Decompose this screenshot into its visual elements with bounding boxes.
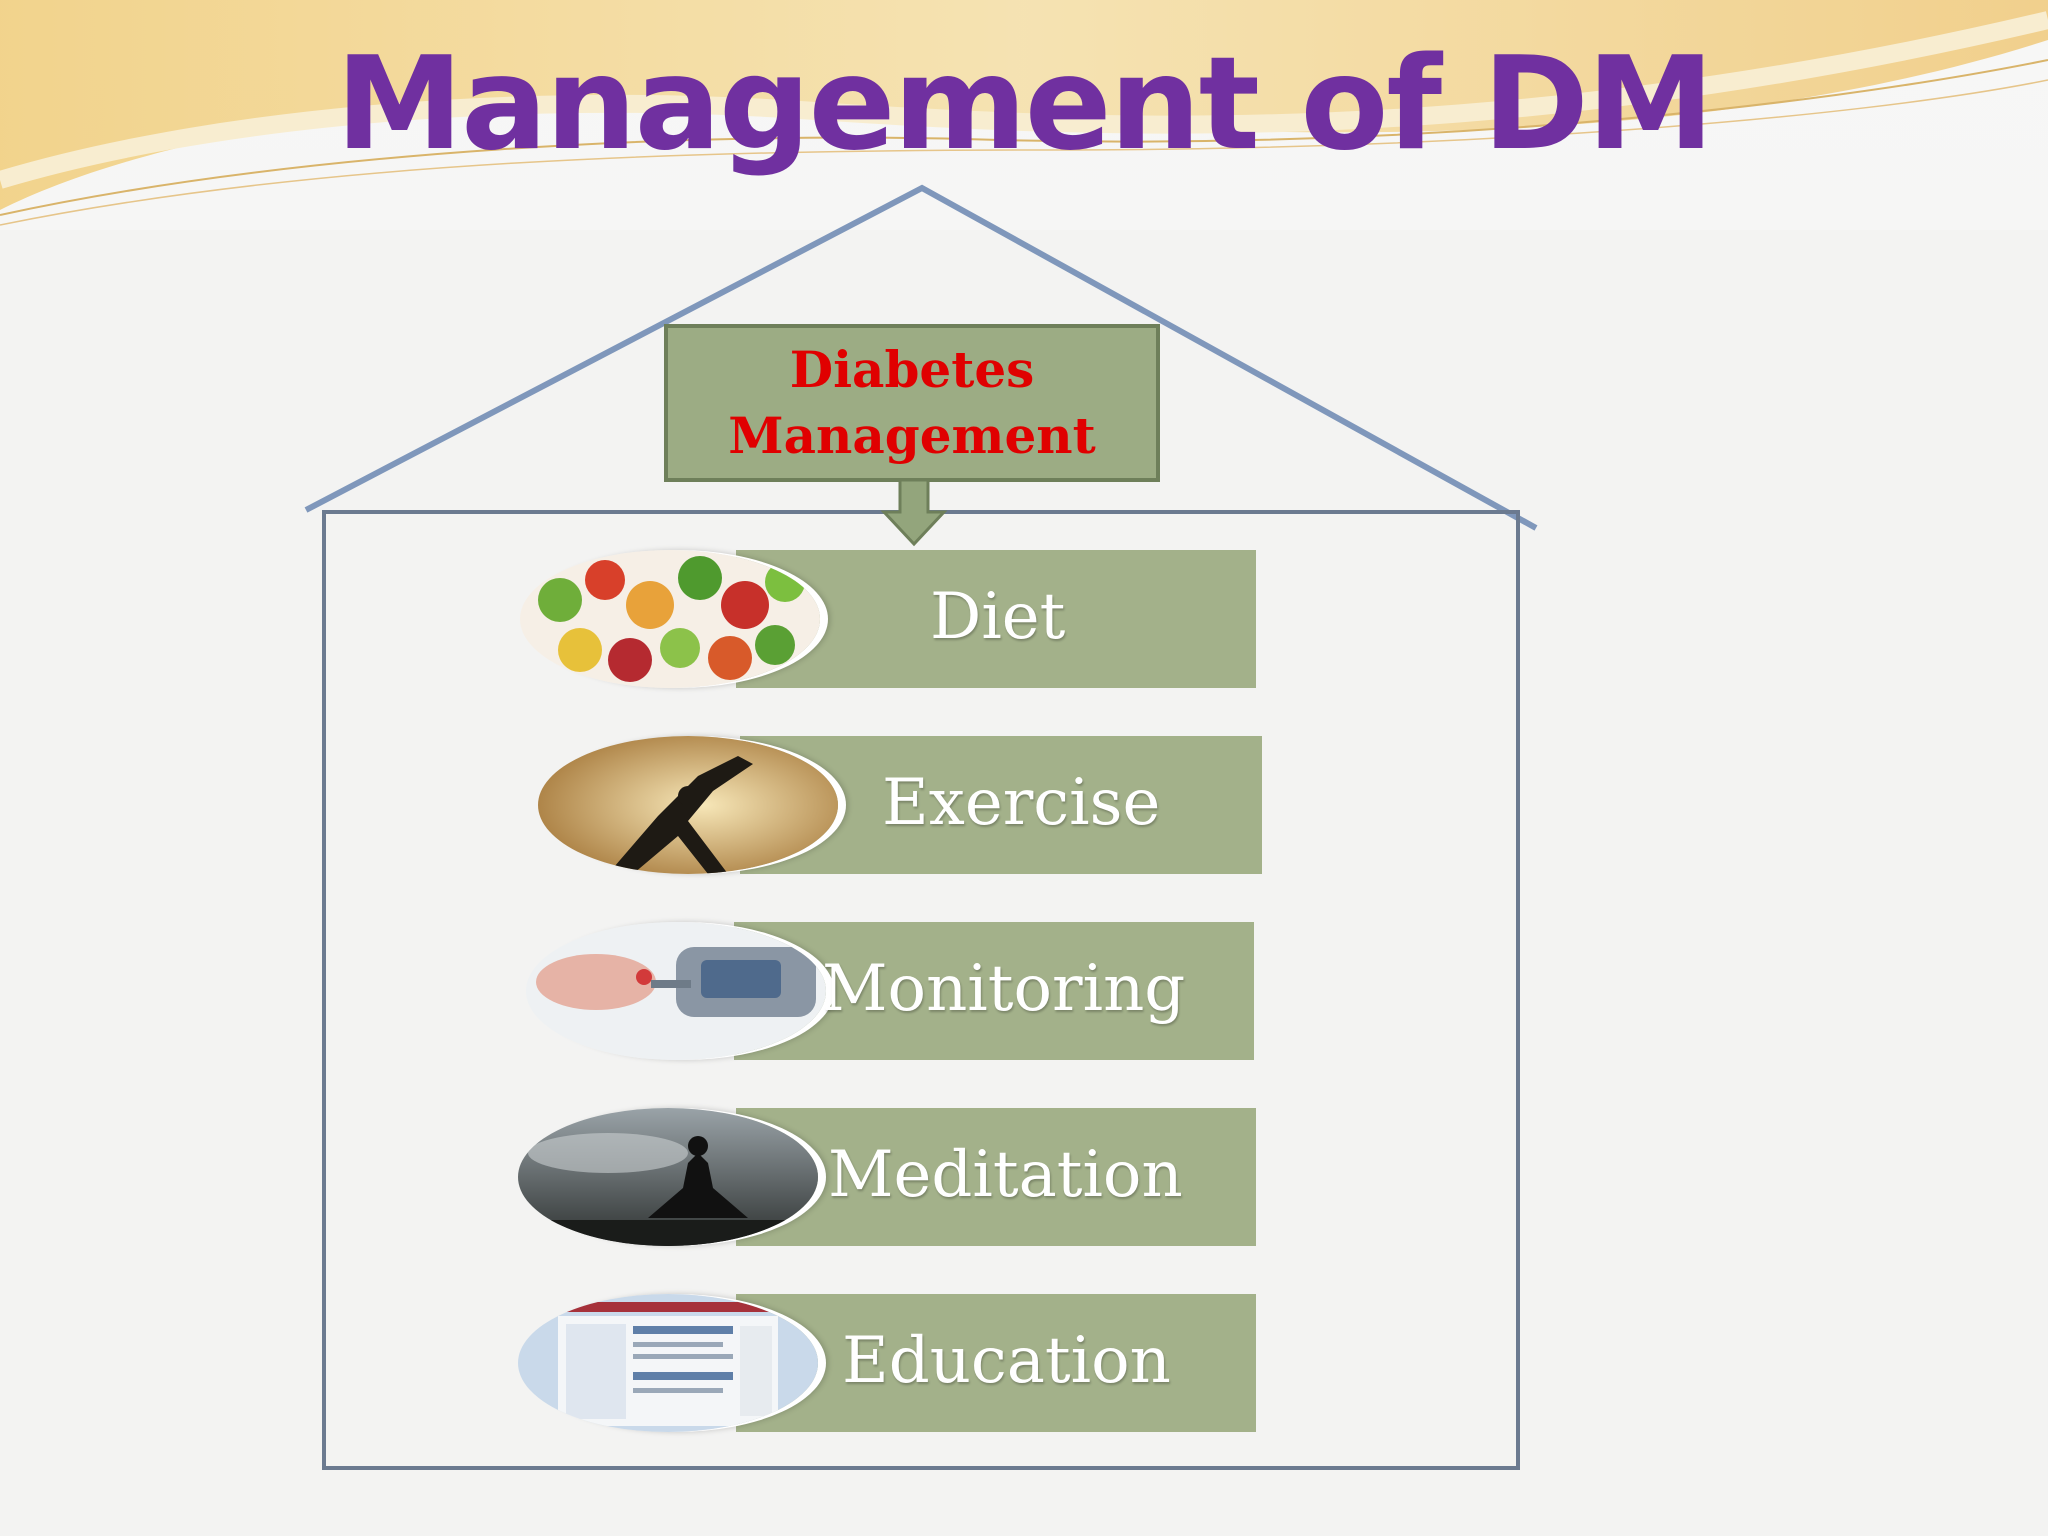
component-label-education: Education — [842, 1324, 1171, 1398]
down-arrow-icon — [880, 478, 948, 547]
slide-title: Management of DM — [335, 30, 1715, 179]
component-label-meditation: Meditation — [828, 1138, 1183, 1212]
component-label-exercise: Exercise — [882, 766, 1161, 840]
component-label-monitoring: Monitoring — [822, 952, 1186, 1026]
food-platter-image — [520, 550, 820, 688]
center-box-line2: Management — [728, 406, 1096, 465]
meditation-silhouette-image — [518, 1108, 818, 1246]
component-label-diet: Diet — [930, 580, 1066, 654]
glucose-meter-image — [526, 922, 826, 1060]
diabetes-management-box: Diabetes Management — [664, 324, 1160, 482]
website-screenshot-image — [518, 1294, 818, 1432]
component-bar-meditation — [736, 1108, 1256, 1246]
component-bar-diet — [736, 550, 1256, 688]
center-box-line1: Diabetes — [789, 340, 1035, 399]
stretching-silhouette-image — [538, 736, 838, 874]
component-bar-education — [736, 1294, 1256, 1432]
